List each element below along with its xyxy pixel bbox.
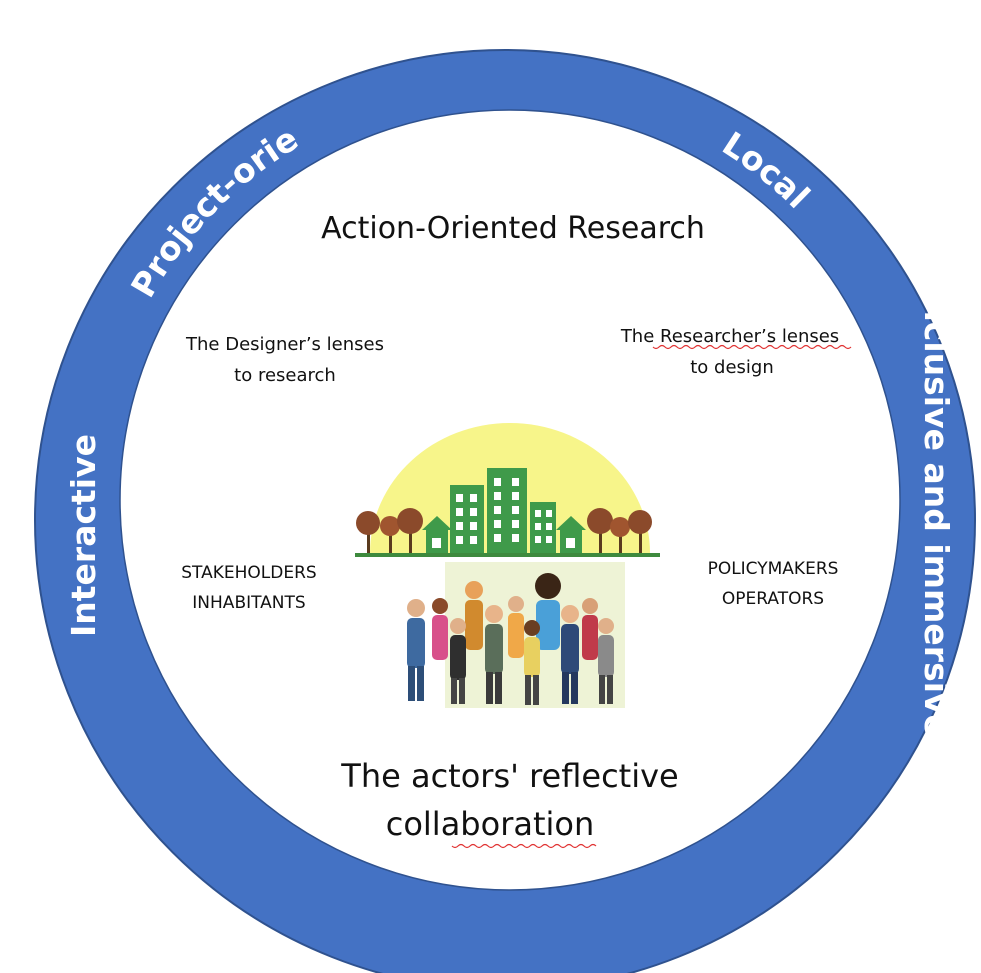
ring-label-inclusive: Inclusive and immersive <box>917 286 956 737</box>
center-title: Action-Oriented Research <box>321 211 705 246</box>
person <box>508 596 524 658</box>
crowd-of-people-illustration <box>407 562 625 708</box>
person <box>535 573 561 650</box>
inhabitants-label: INHABITANTS <box>192 593 305 613</box>
collaboration-line1: The actors' reflective <box>340 757 678 795</box>
spellcheck-underline-enabling <box>451 843 597 849</box>
person <box>432 598 448 660</box>
policymakers-label: POLICYMAKERS <box>708 559 839 579</box>
designer-lens-line2: to research <box>234 365 336 386</box>
trees-left <box>356 508 423 554</box>
person <box>485 605 503 704</box>
person <box>524 620 540 705</box>
designer-lens-line1: The Designer’s lenses <box>185 334 384 355</box>
person <box>561 605 579 704</box>
person <box>598 618 614 704</box>
person <box>407 599 425 701</box>
buildings <box>422 468 586 555</box>
researcher-lens-line2: to design <box>690 357 774 378</box>
person <box>582 598 598 660</box>
researcher-lens-line1: The Researcher’s lenses <box>620 326 839 347</box>
collaboration-line2: collaboration <box>386 805 595 843</box>
ring-label-interactive: Interactive <box>64 434 103 637</box>
spellcheck-underline-researcher <box>652 344 852 350</box>
ring-label-enabling: Enabling <box>450 809 612 848</box>
trees-right <box>587 508 652 554</box>
building-windows <box>432 478 575 548</box>
person <box>465 581 483 650</box>
city-skyline-illustration <box>355 423 660 557</box>
ground-line <box>355 553 660 557</box>
person <box>450 618 466 704</box>
operators-label: OPERATORS <box>722 589 824 609</box>
stakeholders-label: STAKEHOLDERS <box>181 563 316 583</box>
